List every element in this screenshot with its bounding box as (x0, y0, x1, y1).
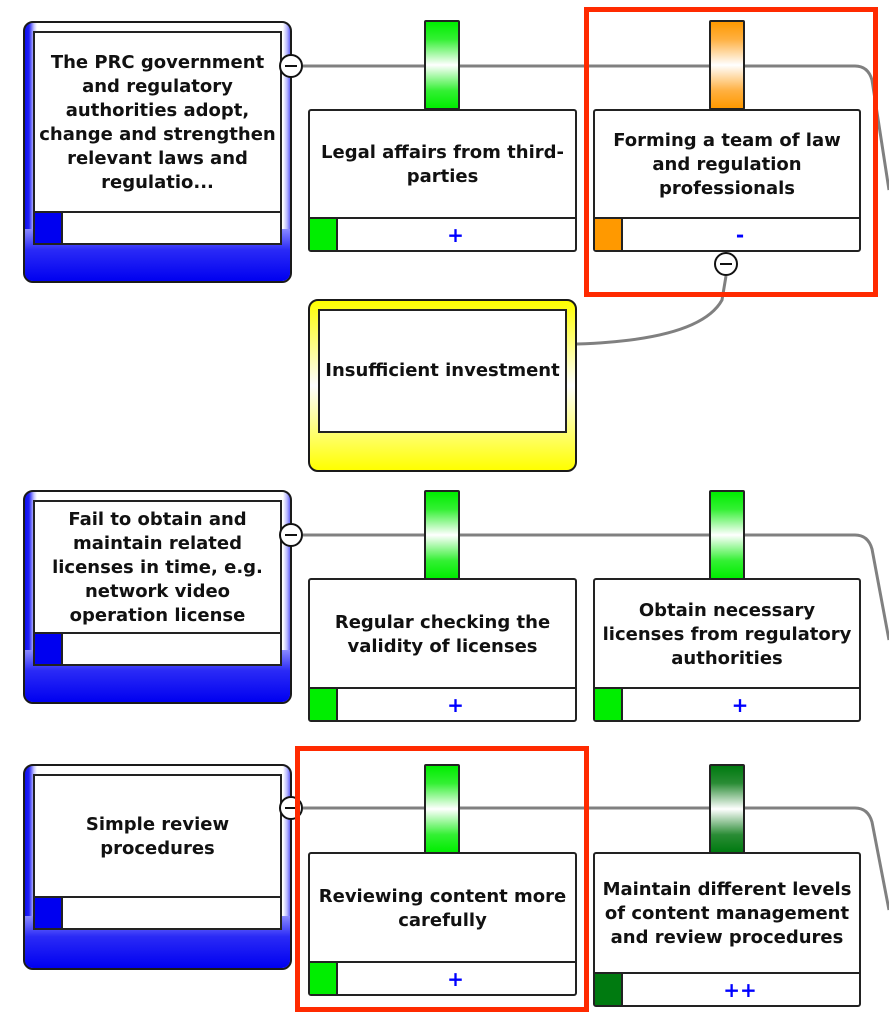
barrier-node-3-2[interactable]: Maintain different levels of content man… (593, 852, 861, 1007)
collapse-toggle-barrier-1-2[interactable] (714, 252, 738, 276)
effectiveness-label: + (447, 692, 464, 717)
barrier-tab-3-2 (709, 764, 745, 854)
barrier-color-swatch (310, 689, 338, 720)
barrier-label: Maintain different levels of content man… (602, 879, 852, 948)
barrier-color-swatch (595, 219, 623, 250)
barrier-tab-1-2 (709, 20, 745, 110)
connector-row-3 (303, 806, 889, 911)
barrier-color-swatch (595, 974, 623, 1005)
barrier-tab-2-2 (709, 490, 745, 580)
threat-node-2[interactable]: Fail to obtain and maintain related lice… (23, 490, 292, 704)
effectiveness-label: + (447, 966, 464, 991)
barrier-node-1-2[interactable]: Forming a team of law and regulation pro… (593, 109, 861, 252)
barrier-node-1-1[interactable]: Legal affairs from third-parties + (308, 109, 577, 252)
threat-node-1[interactable]: The PRC government and regulatory author… (23, 21, 292, 283)
collapse-toggle-threat-1[interactable] (279, 54, 303, 78)
effectiveness-label: - (735, 222, 745, 247)
effectiveness-label: + (731, 692, 749, 717)
barrier-label: Reviewing content more carefully (318, 885, 567, 931)
barrier-color-swatch (310, 219, 338, 250)
barrier-tab-3-1 (424, 764, 460, 854)
barrier-color-swatch (595, 689, 623, 720)
minus-icon (285, 65, 297, 67)
barrier-node-2-2[interactable]: Obtain necessary licenses from regulator… (593, 578, 861, 722)
minus-icon (720, 263, 732, 265)
minus-icon (285, 807, 297, 809)
barrier-tab-2-1 (424, 490, 460, 580)
connector-escalation (576, 275, 728, 346)
effectiveness-label: + (447, 222, 464, 247)
barrier-node-3-1[interactable]: Reviewing content more carefully + (308, 852, 577, 996)
highlight-frame-3-1 (295, 746, 589, 1012)
collapse-toggle-threat-2[interactable] (279, 523, 303, 547)
barrier-label: Obtain necessary licenses from regulator… (602, 599, 852, 669)
barrier-label: Regular checking the validity of license… (334, 611, 551, 657)
threat-node-3[interactable]: Simple review procedures (23, 764, 292, 970)
escalation-factor-node[interactable]: Insufficient investment (308, 299, 577, 472)
threat-color-swatch (35, 213, 63, 243)
threat-label: Simple review procedures (85, 814, 230, 859)
threat-label: Fail to obtain and maintain related lice… (52, 509, 263, 626)
barrier-node-2-1[interactable]: Regular checking the validity of license… (308, 578, 577, 722)
barrier-label: Legal affairs from third-parties (321, 142, 564, 187)
minus-icon (285, 534, 297, 536)
barrier-color-swatch (310, 963, 338, 994)
connector-row-1 (303, 64, 889, 191)
threat-color-swatch (35, 898, 63, 928)
escalation-label: Insufficient investment (318, 309, 567, 433)
barrier-label: Forming a team of law and regulation pro… (613, 130, 841, 199)
effectiveness-label: ++ (723, 977, 757, 1002)
highlight-frame-1-2 (584, 7, 878, 297)
threat-color-swatch (35, 634, 63, 664)
connector-row-2 (303, 533, 889, 641)
threat-label: The PRC government and regulatory author… (39, 52, 276, 193)
barrier-tab-1-1 (424, 20, 460, 110)
